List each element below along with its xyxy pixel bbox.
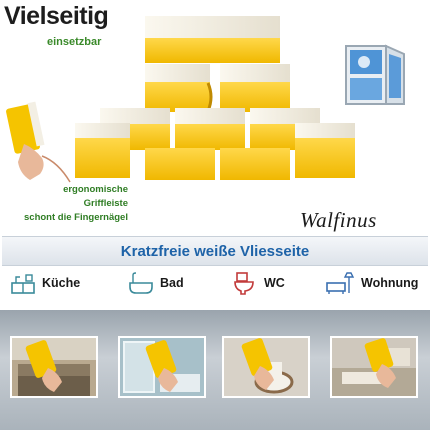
window-icon [345,44,405,105]
sponge-pyramid-illustration [75,16,355,180]
room-label: Wohnung [361,276,419,290]
wc-photo-illustration [224,338,308,396]
room-wc: WC [232,270,285,296]
hand-holding-sponge-illustration [6,101,71,183]
sponge-row-3 [100,108,320,150]
photo-kitchen [10,336,98,398]
room-apartment: Wohnung [325,270,418,296]
photo-living-room [330,336,418,398]
feature-banner: Kratzfreie weiße Vliesseite [2,236,428,266]
bathtub-icon [129,272,153,294]
feature-banner-text: Kratzfreie weiße Vliesseite [120,242,310,260]
grip-caption-line-2: Griffleiste [83,198,128,209]
room-kitchen: Küche [10,270,80,296]
kitchen-icon [11,274,35,294]
headline-title: Vielseitig [4,2,109,30]
room-label: WC [264,276,285,290]
grip-caption-line-1: ergonomische [63,184,128,195]
kitchen-photo-illustration [12,338,96,396]
headline-subtitle: einsetzbar [47,36,102,48]
grip-caption-line-3: schont die Fingernägel [24,212,128,223]
room-label: Küche [42,276,81,290]
toilet-icon [234,272,254,295]
photo-bathroom [118,336,206,398]
sponge-top [145,16,280,63]
room-bath: Bad [128,270,184,296]
photo-wc [222,336,310,398]
sponge-row-2 [145,64,290,112]
living-room-icon [326,272,355,294]
living-room-photo-illustration [332,338,416,396]
bathroom-photo-illustration [120,338,204,396]
brand-logo-text: Walfinus [300,208,377,232]
grip-caption: ergonomische Griffleiste schont die Fing… [8,183,128,225]
sponge-row-4 [75,123,355,180]
room-label: Bad [160,276,184,290]
